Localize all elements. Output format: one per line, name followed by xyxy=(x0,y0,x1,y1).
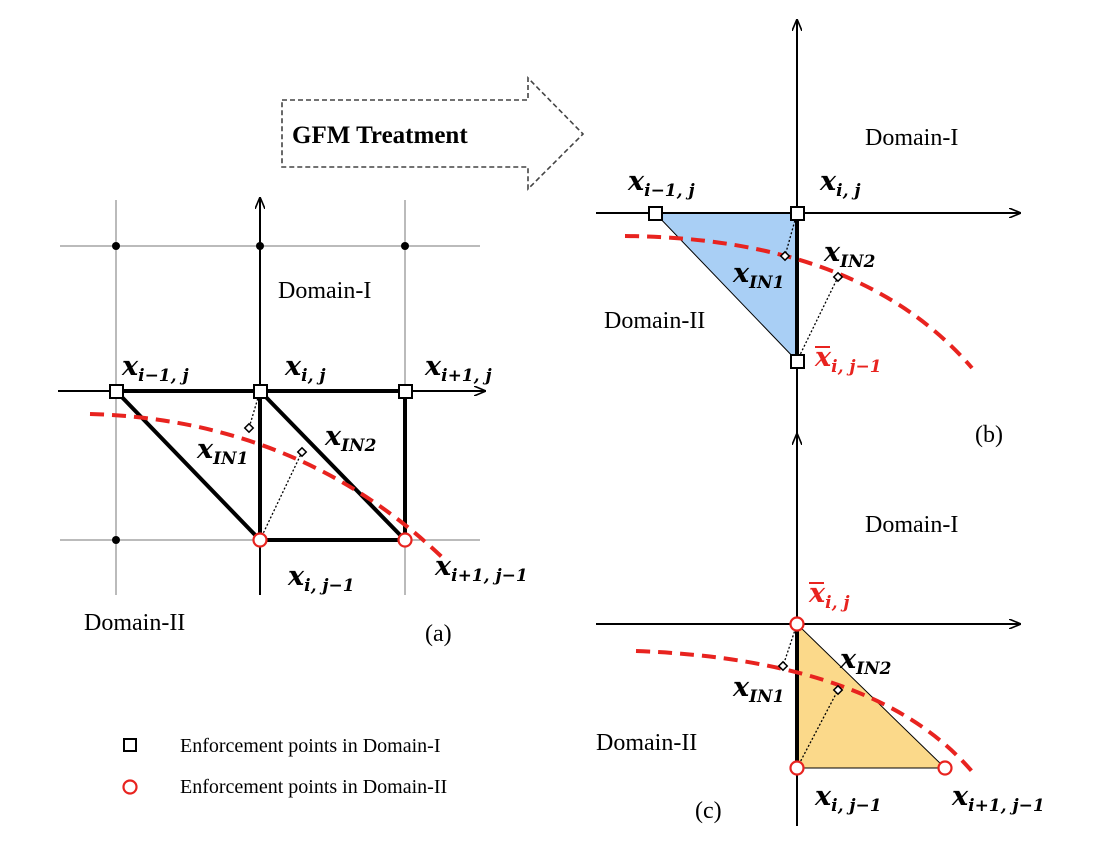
interface-curve-b xyxy=(624,234,974,370)
domain-ii-label-c: Domain-II xyxy=(596,730,697,756)
axes-b xyxy=(596,20,1020,440)
label-x-in2-b: xIN2 xyxy=(823,237,876,272)
legend-label-domain-i: Enforcement points in Domain-I xyxy=(180,735,441,757)
enforcement-points-a xyxy=(109,384,413,548)
normal-projections-b xyxy=(784,212,839,362)
domain-i-label-a: Domain-I xyxy=(278,278,371,304)
domain-i-label-c: Domain-I xyxy=(865,512,958,538)
label-x-i-jm1-a: xi, j−1 xyxy=(287,561,355,596)
interface-points-a xyxy=(243,422,308,458)
interface-points-c xyxy=(777,660,844,696)
label-x-in1-b: xIN1 xyxy=(732,258,784,293)
gfm-treatment-label: GFM Treatment xyxy=(292,122,468,149)
panel-b-label: (b) xyxy=(975,422,1003,448)
interface-curve-a xyxy=(89,412,447,562)
panel-c-label: (c) xyxy=(695,798,722,824)
grid-nodes xyxy=(112,242,409,544)
domain-ii-label-a: Domain-II xyxy=(84,610,185,636)
domain-ii-label-b: Domain-II xyxy=(604,308,705,334)
stencil-edges-a xyxy=(114,389,407,542)
enforcement-points-c xyxy=(789,616,953,776)
label-x-in1-c: xIN1 xyxy=(732,672,784,707)
panel-a: Domain-I Domain-II (a) xi−1, j xi, j xi+… xyxy=(58,198,528,647)
label-xbar-i-jm1-b: xi, j−1 xyxy=(814,342,882,377)
label-x-i-j-b: xi, j xyxy=(819,166,861,201)
domain-i-label-b: Domain-I xyxy=(865,125,958,151)
panel-a-label: (a) xyxy=(425,621,452,647)
legend-circle-marker xyxy=(122,779,138,795)
label-x-in2-c: xIN2 xyxy=(839,644,892,679)
label-x-i-jm1-c: xi, j−1 xyxy=(814,781,882,816)
normal-projections-a xyxy=(248,390,303,541)
label-x-ip1-j-a: xi+1, j xyxy=(424,351,492,386)
label-x-im1-j-a: xi−1, j xyxy=(121,351,189,386)
label-x-in2-a: xIN2 xyxy=(324,421,377,456)
panel-c: Domain-I Domain-II (c) xi, j xIN1 xIN2 x… xyxy=(596,434,1045,826)
interface-points-b xyxy=(779,250,844,283)
label-x-ip1-jm1-a: xi+1, j−1 xyxy=(434,551,528,586)
normal-projections-c xyxy=(782,623,839,769)
legend-square-marker xyxy=(123,738,137,752)
label-x-ip1-jm1-c: xi+1, j−1 xyxy=(951,781,1045,816)
stencil-fill-c xyxy=(796,622,947,769)
label-x-im1-j-b: xi−1, j xyxy=(627,166,695,201)
label-xbar-i-j-c: xi, j xyxy=(808,578,850,613)
legend: Enforcement points in Domain-I Enforceme… xyxy=(122,735,447,798)
legend-label-domain-ii: Enforcement points in Domain-II xyxy=(180,776,447,798)
panel-b: Domain-I Domain-II (b) xi−1, j xi, j xIN… xyxy=(596,20,1020,448)
label-x-i-j-a: xi, j xyxy=(284,351,326,386)
interface-curve-c xyxy=(635,649,977,777)
label-x-in1-a: xIN1 xyxy=(196,434,248,469)
gfm-treatment-arrow: GFM Treatment xyxy=(281,76,585,191)
enforcement-points-b xyxy=(648,206,805,369)
